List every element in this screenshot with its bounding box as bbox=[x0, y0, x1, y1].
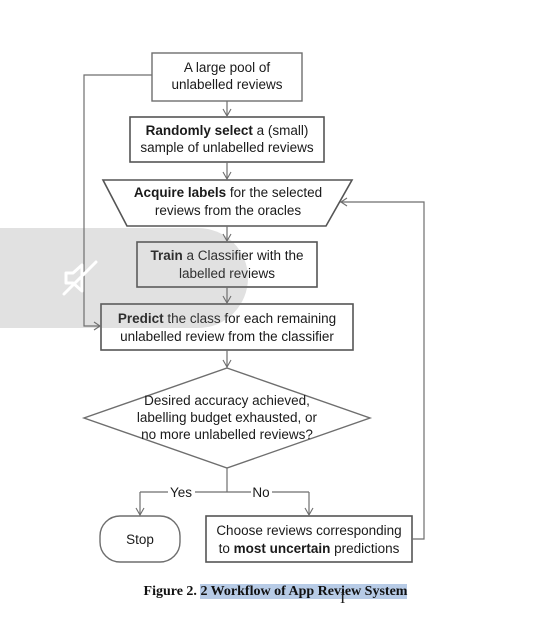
pool-line-1: A large pool of bbox=[184, 60, 271, 75]
edge-choose-to-acquire-loop bbox=[340, 197, 425, 540]
edge-decision-branches: Yes No bbox=[135, 468, 314, 517]
random-line-2: sample of unlabelled reviews bbox=[140, 140, 314, 155]
edge-acquire-to-train bbox=[222, 226, 232, 243]
node-acquire-labels: Acquire labels for the selected reviews … bbox=[101, 179, 354, 227]
node-decision: Desired accuracy achieved, labelling bud… bbox=[81, 367, 373, 469]
predict-line-2: unlabelled review from the classifier bbox=[120, 329, 334, 344]
text-cursor-icon: I bbox=[340, 590, 346, 607]
pool-line-2: unlabelled reviews bbox=[171, 77, 282, 92]
acquire-line-2: reviews from the oracles bbox=[155, 203, 302, 218]
no-label: No bbox=[252, 485, 269, 500]
edge-pool-to-predict-loop bbox=[83, 74, 152, 331]
choose-line-1: Choose reviews corresponding bbox=[216, 523, 401, 538]
decision-line-3: no more unlabelled reviews? bbox=[141, 427, 313, 442]
caption-prefix: Figure 2. bbox=[143, 584, 201, 599]
edge-train-to-predict bbox=[222, 287, 232, 305]
decision-line-2: labelling budget exhausted, or bbox=[137, 410, 318, 425]
video-overlay bbox=[0, 228, 248, 328]
caption-highlighted-text[interactable]: 2 Workflow of App Review System bbox=[200, 584, 408, 599]
node-choose-reviews: Choose reviews corresponding to most unc… bbox=[205, 515, 413, 563]
stop-label: Stop bbox=[126, 532, 154, 547]
figure-caption: Figure 2. 2 Workflow of App Review Syste… bbox=[0, 584, 551, 600]
node-random-select: Randomly select a (small) sample of unla… bbox=[129, 116, 325, 163]
acquire-line-1: Acquire labels for the selected bbox=[134, 185, 322, 200]
random-line-1: Randomly select a (small) bbox=[146, 123, 309, 138]
node-unlabelled-pool: A large pool of unlabelled reviews bbox=[151, 52, 303, 102]
edge-pool-to-random bbox=[222, 101, 232, 118]
train-line-1: Train a Classifier with the bbox=[150, 248, 303, 263]
edge-predict-to-decision bbox=[222, 350, 232, 369]
predict-line-1: Predict the class for each remaining bbox=[118, 311, 336, 326]
edge-random-to-acquire bbox=[222, 162, 232, 181]
train-line-2: labelled reviews bbox=[179, 266, 275, 281]
decision-line-1: Desired accuracy achieved, bbox=[144, 393, 310, 408]
choose-line-2: to most uncertain predictions bbox=[219, 541, 400, 556]
yes-label: Yes bbox=[170, 485, 192, 500]
muted-speaker-icon bbox=[62, 260, 98, 296]
node-stop: Stop bbox=[99, 515, 181, 563]
